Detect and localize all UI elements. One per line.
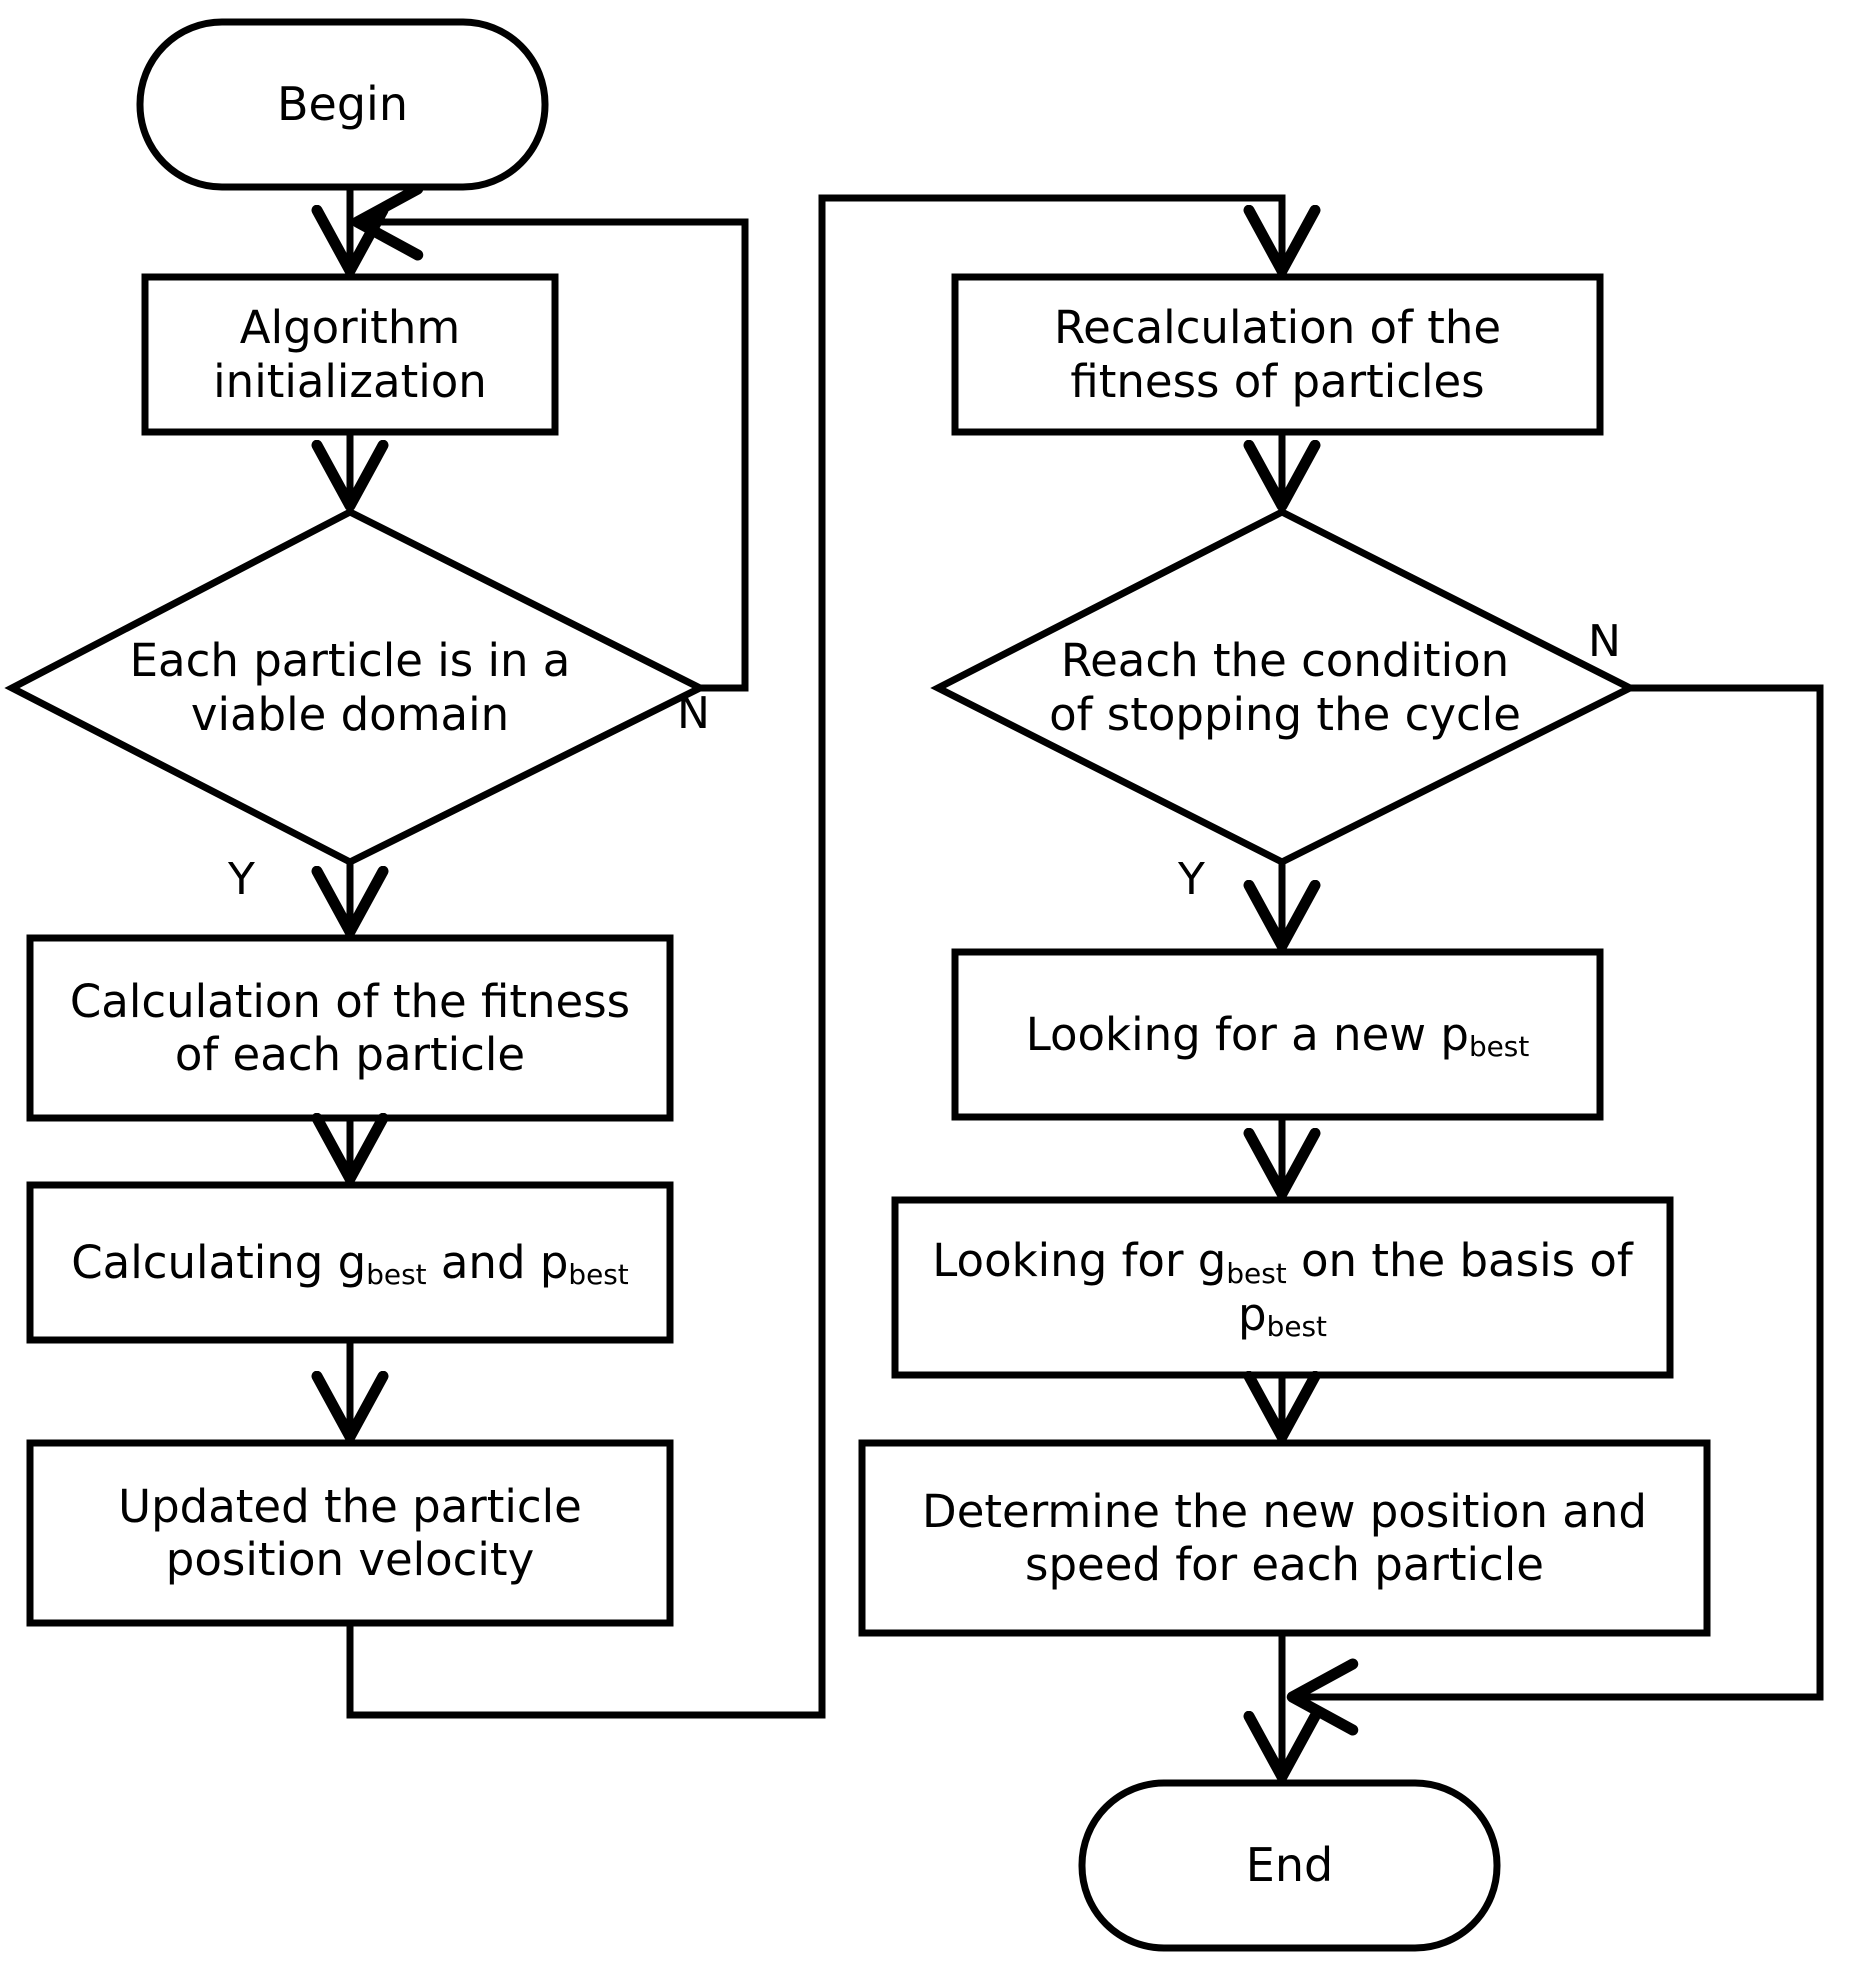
shape-calc-gbest-pbest <box>26 1181 674 1344</box>
shape-gbest-from-pbest <box>891 1196 1674 1379</box>
shape-stop-condition <box>930 508 1638 866</box>
shape-algorithm-initialization <box>141 273 559 436</box>
shape-recalc-fitness <box>951 273 1604 436</box>
edge-label-stop-condition-yes: Y <box>1178 854 1205 905</box>
shape-calc-fitness <box>26 934 674 1122</box>
shape-viable-domain <box>4 508 708 866</box>
edge-label-stop-condition-no: N <box>1588 616 1621 667</box>
shape-update-particle <box>26 1439 674 1627</box>
edge-viable-no-loop <box>351 183 749 692</box>
shape-begin <box>136 18 549 191</box>
edge-label-viable-domain-no: N <box>677 688 710 739</box>
edge-update-to-recalc <box>346 194 1321 1719</box>
shape-new-pbest <box>951 948 1604 1121</box>
shape-determine-new <box>858 1439 1711 1637</box>
edge-stop-no-to-end <box>1286 684 1824 1736</box>
edge-label-viable-domain-yes: Y <box>228 854 255 905</box>
shape-end <box>1078 1779 1501 1952</box>
